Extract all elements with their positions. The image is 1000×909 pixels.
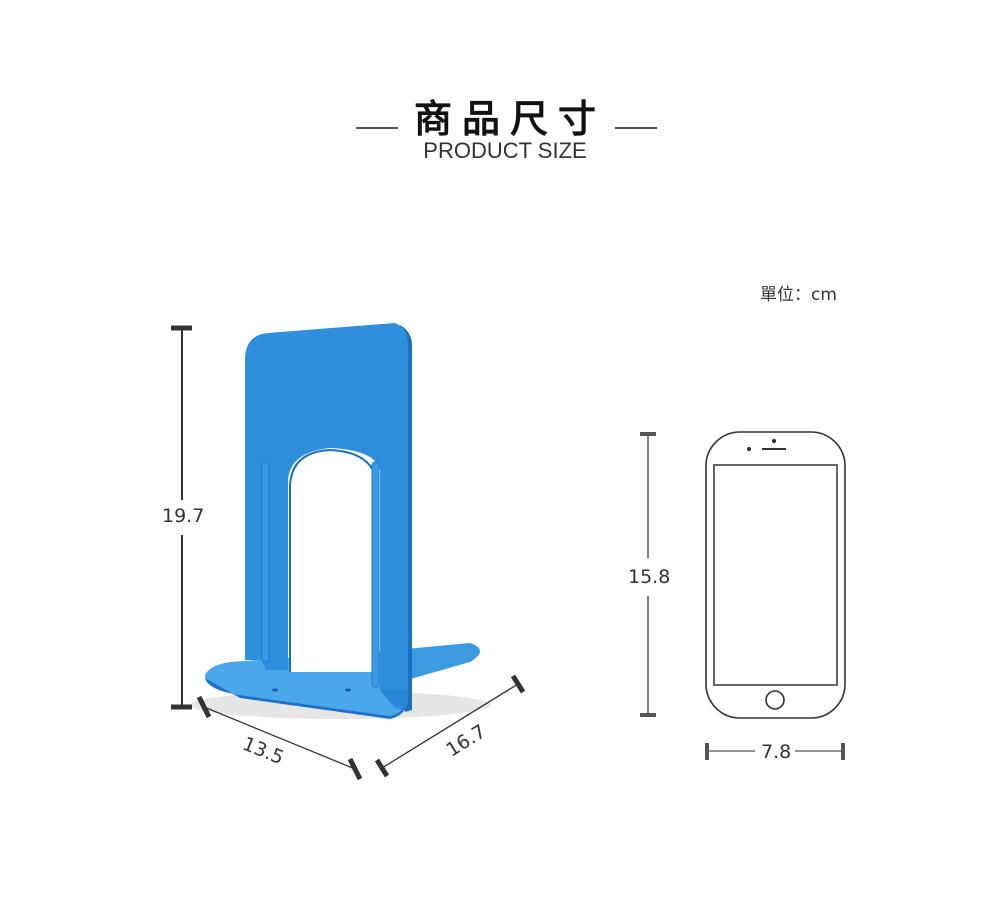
phone-width-dimension-line	[705, 743, 845, 760]
bookend-height-label: 19.7	[160, 503, 207, 529]
unit-label: 單位：cm	[760, 285, 837, 305]
bookend-illustration	[190, 323, 490, 719]
page-title: 商品尺寸	[413, 97, 606, 141]
width-dimension-line	[196, 695, 363, 781]
phone-height-dimension-line	[640, 432, 656, 717]
phone-height-label: 15.8	[626, 564, 673, 590]
title-left-rule	[356, 127, 398, 129]
page-subtitle: PRODUCT SIZE	[423, 138, 587, 163]
height-dimension-line	[171, 325, 192, 710]
phone-width-label: 7.8	[759, 739, 794, 765]
smartphone-illustration	[705, 431, 846, 719]
depth-dimension-line	[374, 674, 526, 778]
title-right-rule	[615, 127, 657, 129]
